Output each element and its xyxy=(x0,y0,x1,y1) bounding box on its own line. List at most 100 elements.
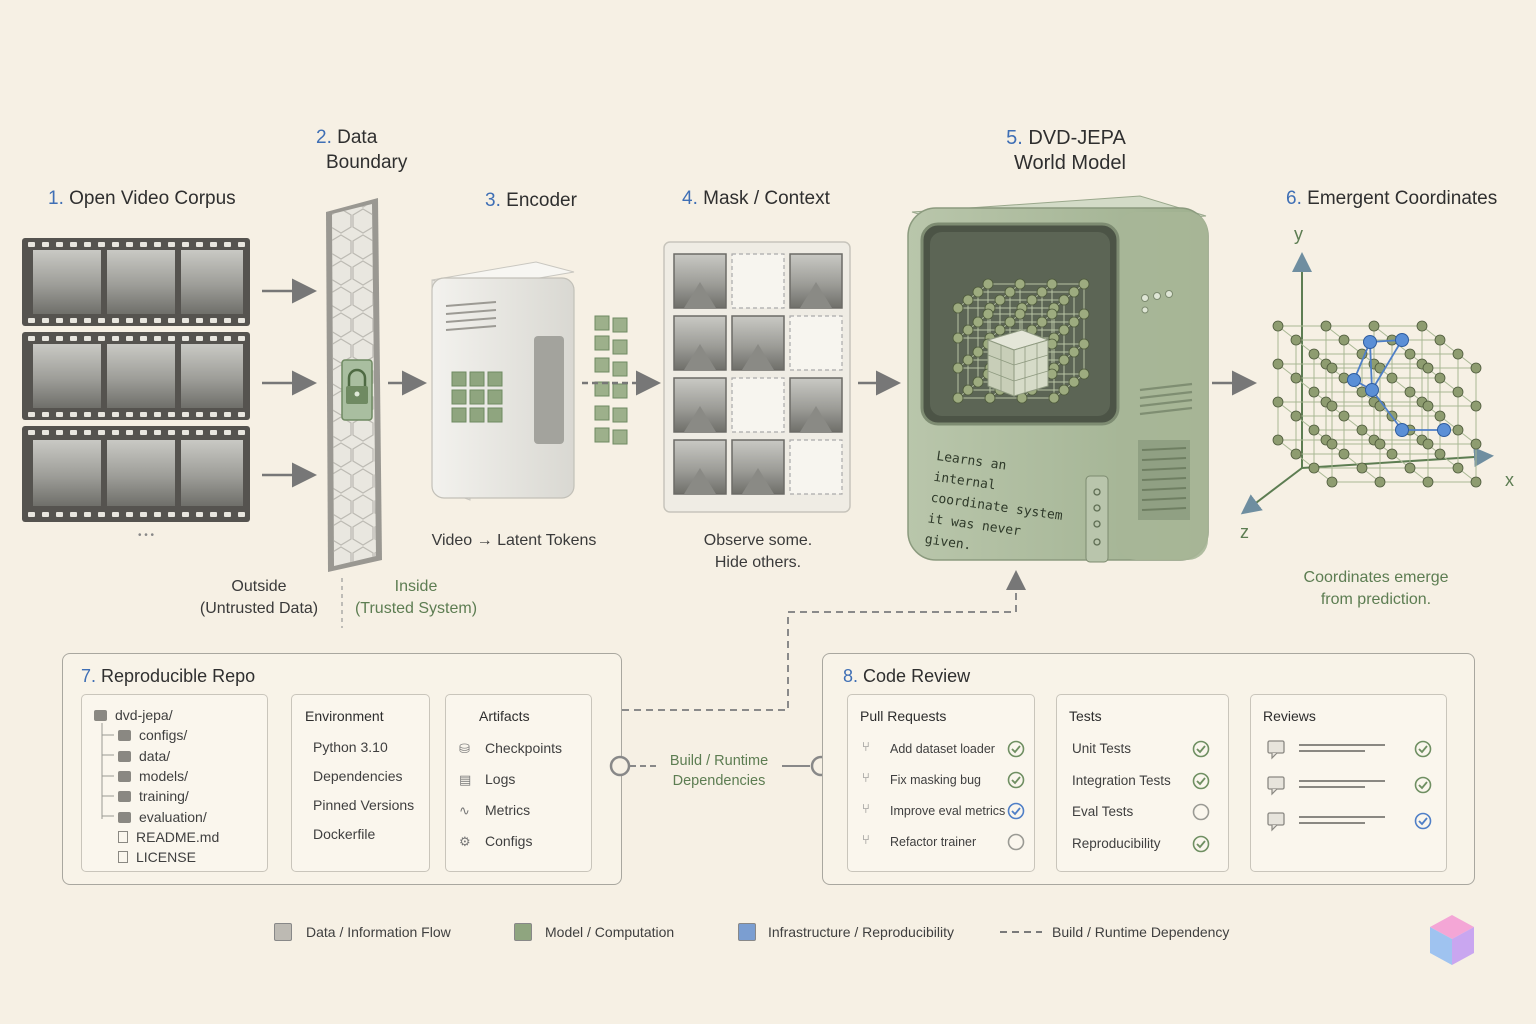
file-icon xyxy=(118,851,128,864)
repo-tree-item[interactable]: configs/ xyxy=(118,727,187,743)
repo-tree-item[interactable]: models/ xyxy=(118,768,188,784)
artifact-item[interactable]: ▤Logs xyxy=(459,771,515,788)
check-circle-icon xyxy=(1192,835,1210,852)
code-review-title: 8. Code Review xyxy=(843,666,971,686)
artifact-label: Checkpoints xyxy=(485,740,563,756)
film-strips xyxy=(22,238,250,522)
document-icon: ▤ xyxy=(459,773,472,788)
environment-item: Python 3.10 xyxy=(313,739,388,755)
artifact-label: Metrics xyxy=(485,802,531,818)
data-boundary-wall xyxy=(326,198,382,572)
repo-tree-item[interactable]: training/ xyxy=(118,788,189,804)
step-6-title: 6. Emergent Coordinates xyxy=(1286,188,1498,209)
legend-label-data: Data / Information Flow xyxy=(306,924,451,940)
review-item[interactable] xyxy=(1267,738,1437,760)
artifact-item[interactable]: ⚙Configs xyxy=(459,833,532,850)
coordinate-system xyxy=(1240,252,1494,515)
check-circle-blue-icon xyxy=(1414,812,1432,830)
empty-circle-icon xyxy=(1192,803,1210,821)
repo-tree-item[interactable]: dvd-jepa/ xyxy=(94,707,173,723)
check-circle-icon xyxy=(1007,740,1025,758)
pull-request-label: Fix masking bug xyxy=(890,773,982,787)
environment-item: Pinned Versions xyxy=(313,797,415,813)
check-circle-icon xyxy=(1192,740,1210,758)
reviews-panel: Reviews xyxy=(1250,694,1447,872)
inside-label: Inside(Trusted System) xyxy=(354,578,478,617)
pull-request-item[interactable]: ⑂Add dataset loader xyxy=(862,739,1026,759)
test-label: Reproducibility xyxy=(1072,835,1161,851)
git-branch-icon: ⑂ xyxy=(862,771,870,786)
pull-request-label: Improve eval metrics xyxy=(890,804,1006,818)
artifact-item[interactable]: ⛁Checkpoints xyxy=(459,740,562,757)
check-circle-icon xyxy=(1007,771,1025,789)
test-item[interactable]: Eval Tests xyxy=(1072,802,1212,822)
git-branch-icon: ⑂ xyxy=(862,802,870,817)
step-3-title: 3. Encoder xyxy=(485,190,577,211)
comment-icon xyxy=(1267,812,1385,832)
repo-tree-label: LICENSE xyxy=(136,849,196,866)
repo-tree-label: configs/ xyxy=(139,727,188,744)
git-branch-icon: ⑂ xyxy=(862,740,870,755)
code-review-panel: 8. Code Review Pull Requests ⑂Add datase… xyxy=(822,653,1475,885)
padlock-icon xyxy=(341,359,373,421)
review-item[interactable] xyxy=(1267,774,1437,796)
model-vents xyxy=(1139,382,1193,416)
world-model-screen-text: Learns an internal coordinate system it … xyxy=(923,448,1064,554)
pull-requests-title: Pull Requests xyxy=(860,708,947,724)
git-branch-icon: ⑂ xyxy=(862,833,870,848)
test-item[interactable]: Unit Tests xyxy=(1072,739,1212,759)
x-axis-label: x xyxy=(1505,470,1514,490)
repo-tree-label: training/ xyxy=(139,788,189,805)
test-label: Integration Tests xyxy=(1072,772,1171,788)
repo-tree-item[interactable]: data/ xyxy=(118,748,170,764)
repo-tree-item[interactable]: LICENSE xyxy=(118,849,196,865)
folder-icon xyxy=(94,710,107,721)
comment-icon xyxy=(1267,776,1385,796)
test-item[interactable]: Reproducibility xyxy=(1072,834,1212,854)
pull-request-label: Refactor trainer xyxy=(890,835,977,849)
pull-request-item[interactable]: ⑂ Improve eval metrics xyxy=(862,801,1026,821)
legend-label-infrastructure: Infrastructure / Reproducibility xyxy=(768,924,954,940)
step-4-title: 4. Mask / Context xyxy=(682,188,830,209)
pull-request-item[interactable]: ⑂ Fix masking bug xyxy=(862,770,1026,790)
repo-tree-label: data/ xyxy=(139,747,171,764)
folder-icon xyxy=(118,730,131,742)
repo-panel: 7. Reproducible Repo dvd-jepa/configs/da… xyxy=(62,653,622,885)
folder-icon xyxy=(118,791,131,803)
legend: Data / Information Flow Model / Computat… xyxy=(274,920,1264,946)
gear-icon: ⚙ xyxy=(459,835,471,850)
reviews-title: Reviews xyxy=(1263,708,1316,724)
folder-icon xyxy=(118,750,131,762)
step-1-title: 1. Open Video Corpus xyxy=(48,188,236,209)
folder-icon xyxy=(118,770,131,782)
review-item[interactable] xyxy=(1267,810,1437,832)
artifacts-title: Artifacts xyxy=(479,708,530,724)
legend-swatch-infrastructure xyxy=(738,923,756,941)
test-label: Unit Tests xyxy=(1072,741,1132,756)
repo-tree-label: evaluation/ xyxy=(139,808,207,825)
test-item[interactable]: Integration Tests xyxy=(1072,771,1212,791)
y-axis-label: y xyxy=(1294,224,1303,244)
encoder-box xyxy=(431,261,575,501)
check-circle-icon xyxy=(1414,776,1432,794)
repo-file-tree: dvd-jepa/configs/data/models/training/ev… xyxy=(81,694,268,872)
repo-tree-item[interactable]: README.md xyxy=(118,829,219,845)
latent-tokens xyxy=(594,315,628,445)
world-model-machine xyxy=(907,195,1209,563)
environment-title: Environment xyxy=(305,708,384,724)
artifact-item[interactable]: ∿Metrics xyxy=(459,802,530,819)
environment-item: Dependencies xyxy=(313,768,403,784)
corpus-more-indicator: • • • xyxy=(138,530,155,541)
x-axis xyxy=(1301,447,1494,469)
file-icon xyxy=(118,830,128,843)
dependency-link-to-model xyxy=(622,570,1026,711)
pull-request-item[interactable]: ⑂ Refactor trainer xyxy=(862,832,1026,852)
repo-tree-label: models/ xyxy=(139,767,189,784)
film-strip-2 xyxy=(22,332,250,420)
repo-tree-item[interactable]: evaluation/ xyxy=(118,809,207,825)
legend-label-model: Model / Computation xyxy=(545,924,675,940)
film-strip-1 xyxy=(22,238,250,326)
logo-cube-icon xyxy=(1430,915,1474,965)
encoder-caption: Video → Latent Tokens xyxy=(431,532,597,549)
